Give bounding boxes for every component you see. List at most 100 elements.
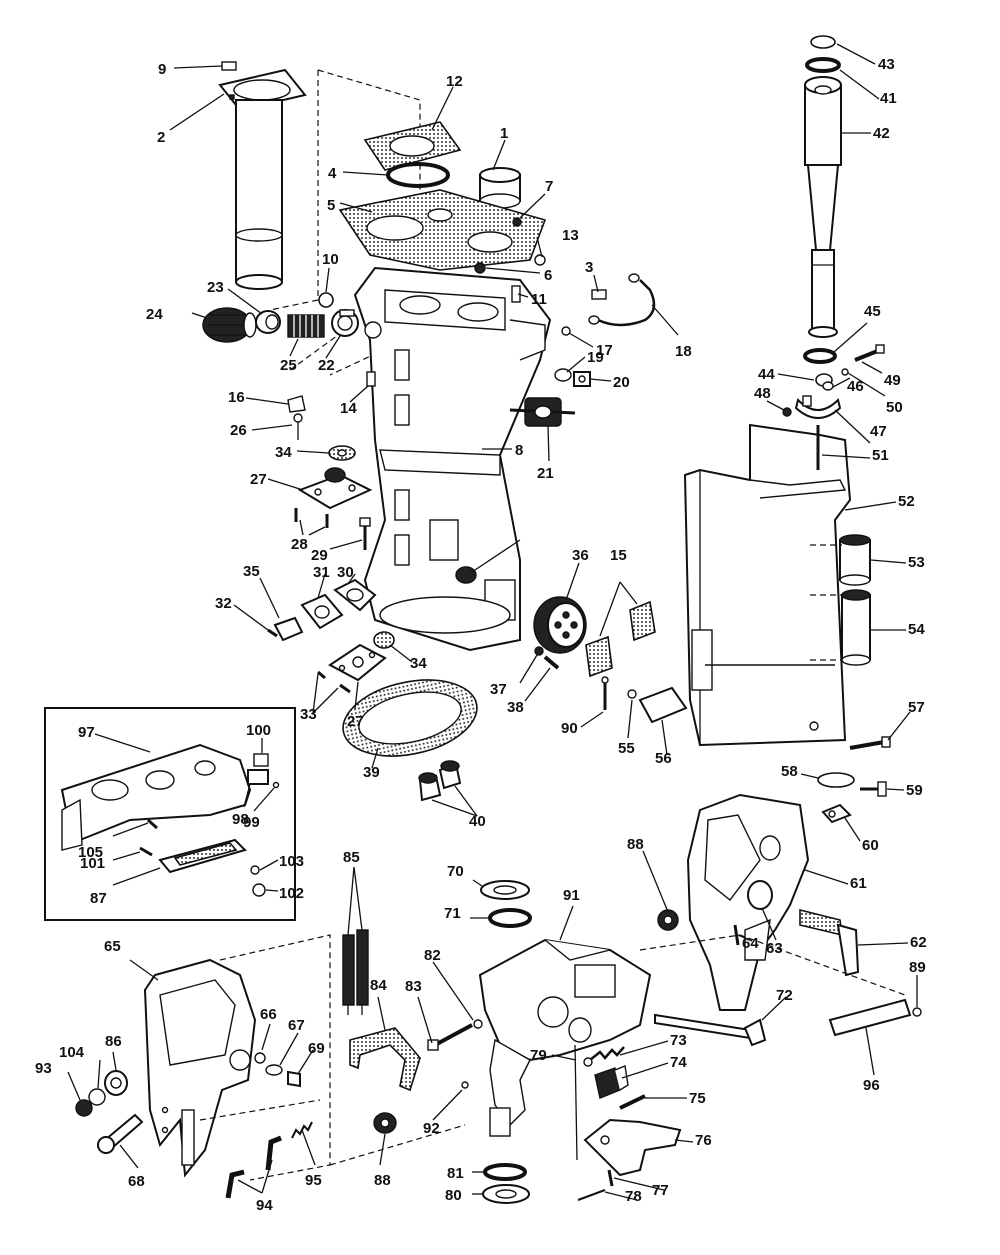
spring-25 bbox=[287, 314, 325, 338]
label-81: 81 bbox=[447, 1165, 464, 1182]
alignment-line bbox=[810, 544, 842, 661]
lever-62 bbox=[799, 908, 860, 977]
pin-75 bbox=[619, 1094, 646, 1110]
label-38: 38 bbox=[507, 699, 524, 716]
label-45: 45 bbox=[864, 303, 881, 320]
label-4: 4 bbox=[328, 165, 337, 182]
screw-92 bbox=[461, 1081, 469, 1089]
screw-26-head bbox=[293, 413, 303, 423]
label-51: 51 bbox=[872, 447, 889, 464]
screw-99 bbox=[272, 781, 280, 789]
label-49: 49 bbox=[884, 372, 901, 389]
label-99: 99 bbox=[243, 814, 260, 831]
label-86: 86 bbox=[105, 1033, 122, 1050]
shroud-52 bbox=[683, 423, 852, 747]
label-6: 6 bbox=[544, 267, 552, 284]
label-17: 17 bbox=[596, 342, 613, 359]
label-71: 71 bbox=[444, 905, 461, 922]
alignment-line bbox=[289, 329, 346, 371]
seal-45 bbox=[803, 348, 837, 364]
label-2: 2 bbox=[157, 129, 165, 146]
label-28: 28 bbox=[291, 536, 308, 553]
label-27b: 27 bbox=[347, 713, 364, 730]
cover-31 bbox=[300, 593, 344, 630]
plate-96 bbox=[828, 998, 912, 1037]
bolt-49 bbox=[854, 344, 885, 362]
swivel-housing-91 bbox=[478, 938, 652, 1137]
pin-78 bbox=[577, 1189, 606, 1201]
pin-66 bbox=[254, 1052, 266, 1064]
washer-50 bbox=[841, 368, 849, 376]
clip-35 bbox=[273, 616, 304, 642]
label-34b: 34 bbox=[410, 655, 427, 672]
label-93: 93 bbox=[35, 1060, 52, 1077]
label-22: 22 bbox=[318, 357, 335, 374]
bolt-57 bbox=[849, 736, 891, 750]
seal-58 bbox=[817, 772, 855, 788]
label-52: 52 bbox=[898, 493, 915, 510]
plate-56 bbox=[638, 686, 688, 724]
o-ring-41 bbox=[805, 57, 841, 73]
label-15: 15 bbox=[610, 547, 627, 564]
mount-36 bbox=[533, 596, 587, 654]
washer-70-inner bbox=[493, 885, 517, 895]
label-33: 33 bbox=[300, 706, 317, 723]
label-11: 11 bbox=[531, 291, 547, 308]
label-39: 39 bbox=[363, 764, 380, 781]
knob-69 bbox=[287, 1070, 301, 1088]
pin-77 bbox=[607, 1169, 614, 1187]
label-48: 48 bbox=[754, 385, 771, 402]
label-18: 18 bbox=[675, 343, 692, 360]
grommet-88-upper bbox=[657, 909, 679, 931]
label-25: 25 bbox=[280, 357, 297, 374]
label-67: 67 bbox=[288, 1017, 305, 1034]
gasket-12 bbox=[363, 121, 462, 171]
label-56: 56 bbox=[655, 750, 672, 767]
seal-43 bbox=[810, 35, 836, 49]
label-44: 44 bbox=[758, 366, 775, 383]
spring-clip-84 bbox=[349, 1027, 421, 1092]
grommet-24 bbox=[202, 307, 257, 343]
label-104: 104 bbox=[59, 1044, 85, 1061]
seal-39 bbox=[342, 679, 478, 757]
label-14: 14 bbox=[340, 400, 357, 417]
label-9: 9 bbox=[158, 61, 166, 78]
label-27a: 27 bbox=[250, 471, 267, 488]
label-7: 7 bbox=[545, 178, 553, 195]
label-29: 29 bbox=[311, 547, 328, 564]
screw-89 bbox=[912, 1007, 922, 1017]
grommet-34-upper bbox=[328, 445, 356, 461]
pins-94 bbox=[225, 1135, 282, 1199]
bracket-16 bbox=[287, 395, 306, 413]
mount-21 bbox=[509, 397, 576, 427]
grommet-6-lower bbox=[455, 566, 477, 584]
label-1: 1 bbox=[500, 125, 508, 142]
alignment-line bbox=[329, 1124, 466, 1166]
grommet-88-lower bbox=[373, 1112, 397, 1134]
label-42: 42 bbox=[873, 125, 890, 142]
label-68: 68 bbox=[128, 1173, 145, 1190]
label-97: 97 bbox=[78, 724, 95, 741]
screw-3 bbox=[591, 289, 607, 300]
grommet-34-lower bbox=[373, 631, 395, 649]
screw-101 bbox=[139, 846, 153, 857]
plate-98 bbox=[247, 769, 269, 785]
label-60: 60 bbox=[862, 837, 879, 854]
label-30: 30 bbox=[337, 564, 354, 581]
label-34a: 34 bbox=[275, 444, 292, 461]
washer-37 bbox=[534, 646, 544, 656]
label-61: 61 bbox=[850, 875, 867, 892]
label-82: 82 bbox=[424, 947, 441, 964]
label-100: 100 bbox=[246, 722, 271, 739]
exhaust-housing bbox=[353, 266, 552, 652]
label-95: 95 bbox=[305, 1172, 322, 1189]
label-74: 74 bbox=[670, 1054, 687, 1071]
mount-27-lower bbox=[328, 643, 387, 682]
label-64: 64 bbox=[742, 935, 759, 952]
washer-86 bbox=[104, 1070, 128, 1096]
label-90: 90 bbox=[561, 720, 578, 737]
label-78: 78 bbox=[625, 1188, 642, 1205]
label-8: 8 bbox=[515, 442, 523, 459]
screw-79 bbox=[574, 1044, 578, 1161]
